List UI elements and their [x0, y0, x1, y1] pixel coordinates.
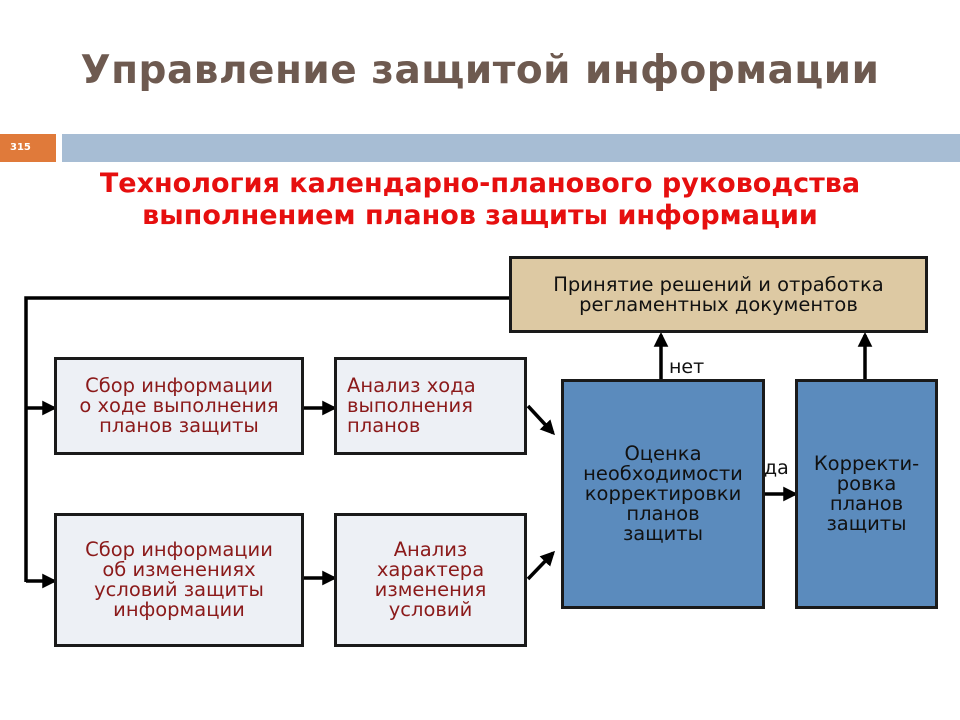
collect-changes-box: Сбор информации об изменениях условий за… [54, 513, 304, 647]
analyze-changes-line-1: Анализ [393, 538, 468, 561]
evaluation-line-2: необходимости [583, 462, 743, 485]
correction-line-1: Корректи- [813, 452, 920, 475]
analyze-progress-box: Анализ хода выполнения планов [334, 357, 527, 455]
subtitle-line-2: выполнением планов защиты информации [142, 200, 818, 231]
analyze-changes-line-3: изменения [374, 578, 487, 601]
collect-progress-box: Сбор информации о ходе выполнения планов… [54, 357, 304, 455]
arrow-analyze-evaluation-top [526, 404, 555, 436]
analyze-progress-line-2: выполнения [347, 394, 473, 417]
collect-changes-line-1: Сбор информации [85, 538, 273, 561]
feedback-line [24, 296, 511, 582]
evaluation-line-4: планов [626, 502, 700, 525]
decision-box: Принятие решений и отработка регламентны… [509, 256, 928, 333]
slide-number: 315 [0, 134, 56, 162]
evaluation-line-3: корректировки [584, 482, 742, 505]
collect-progress-line-2: о ходе выполнения [79, 394, 279, 417]
subtitle-line-1: Технология календарно-планового руководс… [99, 168, 861, 199]
collect-progress-line-3: планов защиты [99, 414, 259, 437]
analyze-changes-line-2: характера [376, 558, 485, 581]
evaluation-line-1: Оценка [624, 442, 702, 465]
analyze-progress-line-1: Анализ хода [347, 374, 476, 397]
analyze-changes-line-4: условий [388, 598, 473, 621]
decision-line-2: регламентных документов [579, 292, 858, 316]
label-no: нет [669, 356, 705, 378]
header-bar [62, 134, 960, 162]
collect-changes-line-4: информации [113, 598, 245, 621]
decision-line-1: Принятие решений и отработка [553, 272, 884, 296]
analyze-progress-line-3: планов [347, 414, 421, 437]
correction-line-4: защиты [826, 512, 907, 535]
arrow-analyze-evaluation-bottom [526, 550, 556, 581]
analyze-changes-box: Анализ характера изменения условий [334, 513, 527, 647]
evaluation-box: Оценка необходимости корректировки плано… [561, 379, 765, 609]
slide-subtitle: Технология календарно-планового руководс… [0, 168, 960, 232]
collect-changes-line-3: условий защиты [94, 578, 264, 601]
evaluation-line-5: защиты [622, 522, 704, 545]
label-yes: да [764, 457, 789, 479]
collect-progress-line-1: Сбор информации [85, 374, 273, 397]
correction-box: Корректи- ровка планов защиты [795, 379, 938, 609]
slide-title: Управление защитой информации [80, 48, 880, 93]
correction-line-2: ровка [836, 472, 897, 495]
correction-line-3: планов [829, 492, 904, 515]
collect-changes-line-2: об изменениях [102, 558, 256, 581]
